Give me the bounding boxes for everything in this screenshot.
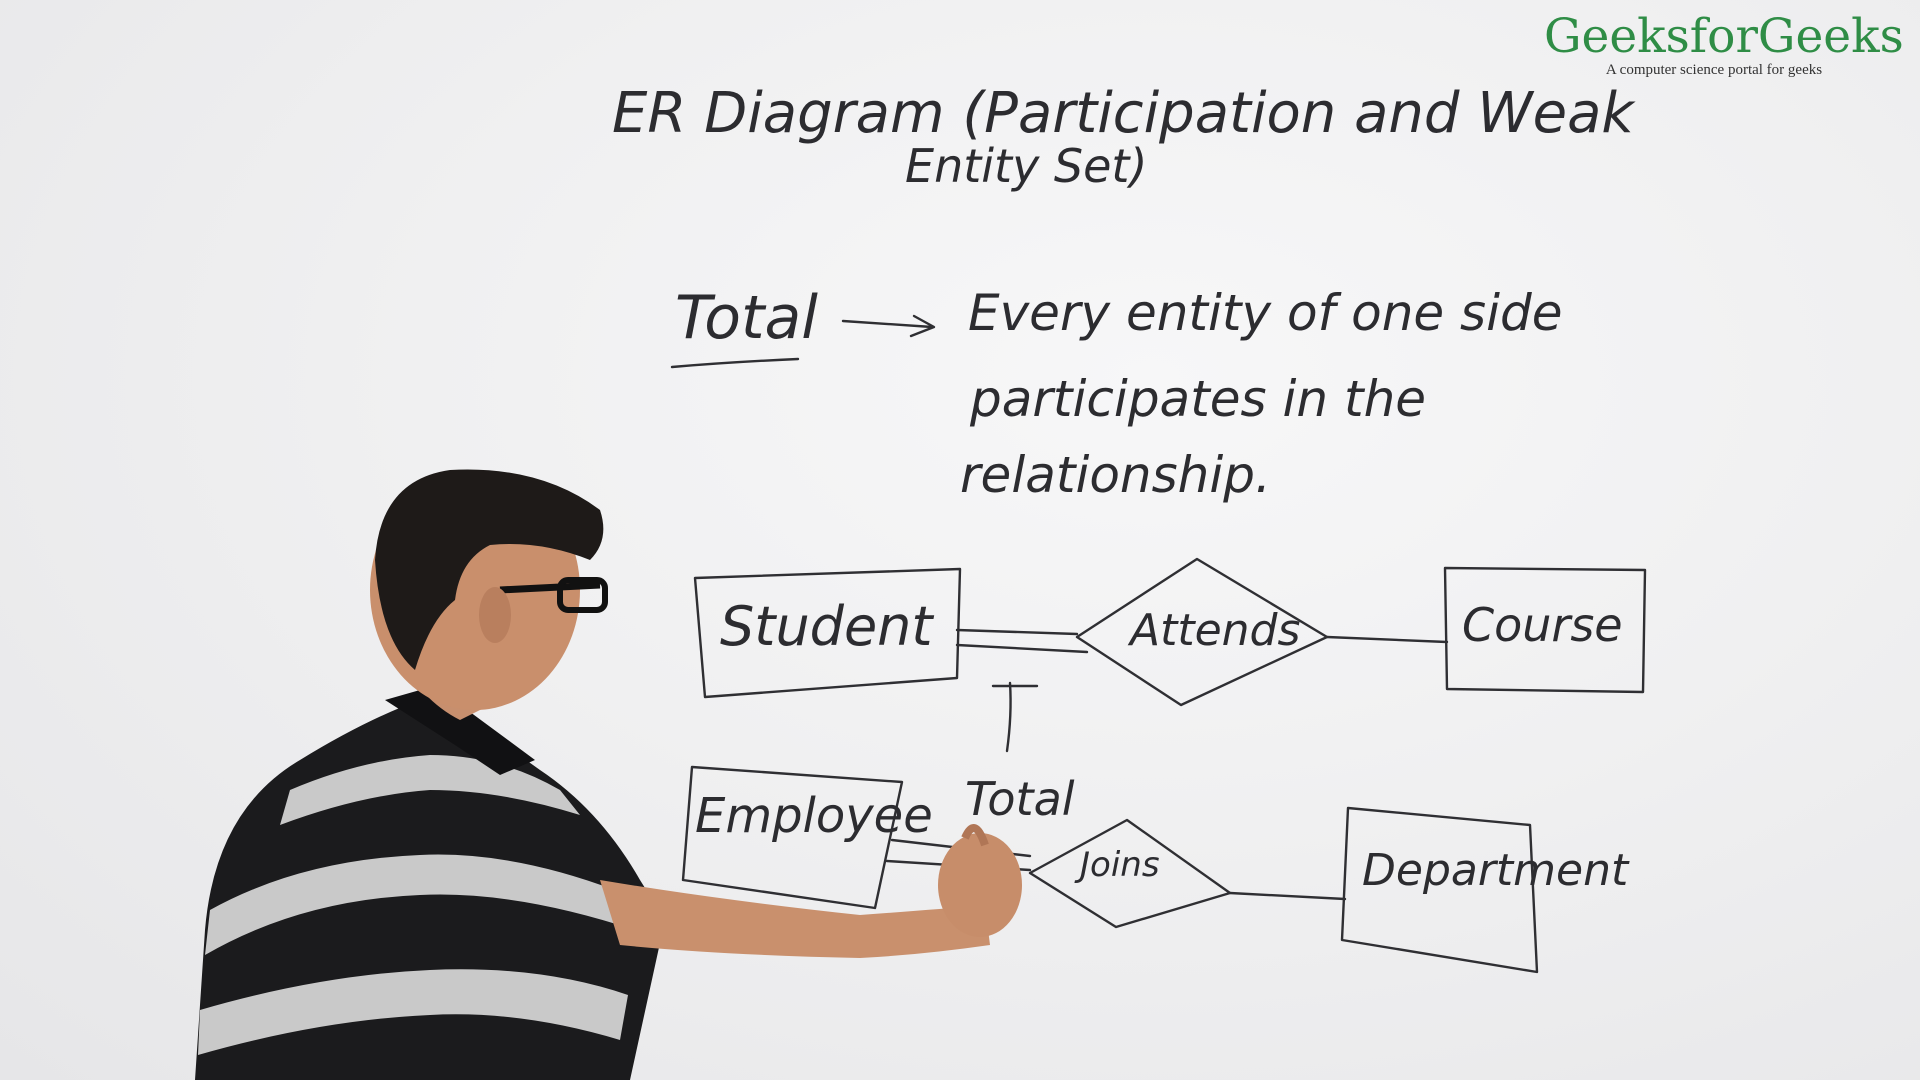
- definition-term: Total: [675, 283, 818, 353]
- board-title-line1: ER Diagram (Participation and Weak: [612, 81, 1636, 146]
- definition-line3: relationship.: [960, 446, 1271, 504]
- geeksforgeeks-logo: GeeksforGeeks A computer science portal …: [1544, 9, 1904, 79]
- joins-department-line: [1228, 891, 1347, 901]
- logo-tagline: A computer science portal for geeks: [1605, 62, 1823, 79]
- relation-attends-label: Attends: [1127, 605, 1300, 656]
- definition-term-underline: [670, 357, 800, 369]
- entity-student-box: [693, 567, 962, 699]
- entity-employee-label: Employee: [695, 788, 933, 844]
- entity-department-box: [1340, 806, 1539, 974]
- definition-line2: participates in the: [969, 370, 1426, 428]
- entity-student-label: Student: [720, 595, 934, 658]
- attends-course-line: [1325, 635, 1449, 644]
- entity-employee-box: [681, 765, 904, 910]
- annotation-total: Total: [965, 772, 1075, 826]
- entity-course-box: [1443, 566, 1647, 694]
- total-participation-line-b: [955, 643, 1089, 654]
- logo-name: GeeksforGeeks: [1544, 9, 1904, 64]
- relation-joins-label: Joins: [1074, 845, 1160, 885]
- board-title-line2: Entity Set): [905, 139, 1147, 193]
- definition-arrowhead: [909, 314, 936, 338]
- entity-course-label: Course: [1462, 598, 1623, 652]
- definition-arrow: [841, 319, 934, 329]
- annotation-arrow: [1005, 681, 1012, 753]
- definition-line1: Every entity of one side: [968, 284, 1562, 342]
- total-participation-line-a: [955, 628, 1079, 636]
- presenter: [195, 469, 1022, 1080]
- entity-department-label: Department: [1362, 845, 1630, 896]
